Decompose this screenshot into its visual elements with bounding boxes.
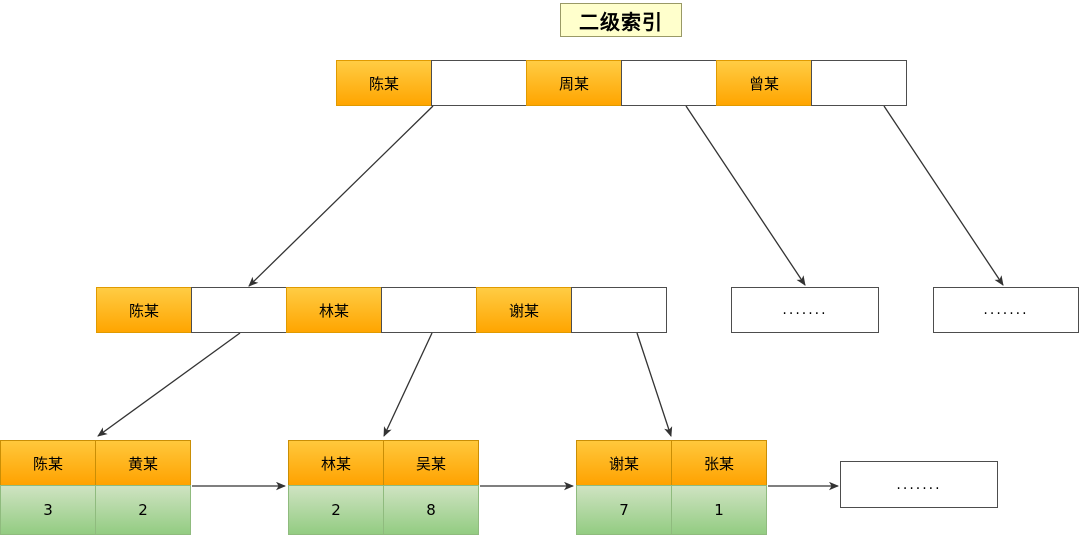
middle-index-node: 陈某 林某 谢某 [96,287,667,333]
edge-root-to-middle [248,105,434,287]
edge-root-to-placeholder-2 [883,105,1004,286]
leaf-node-2-key-row: 林某吴某 [288,440,479,486]
middle-placeholder-2: ....... [933,287,1079,333]
leaf-node-1-key-0: 陈某 [0,440,96,486]
diagram-title: 二级索引 [560,3,682,37]
leaf-node-3-value-1: 1 [671,485,767,535]
leaf-node-1-value-1: 2 [95,485,191,535]
leaf-node-1-key-row: 陈某黄某 [0,440,191,486]
root-node-pointer-1 [431,60,527,106]
leaf-node-2-value-0: 2 [288,485,384,535]
middle-node-key-0: 陈某 [96,287,192,333]
edge-middle-to-leaf-2 [383,332,433,437]
edge-middle-to-leaf-3 [636,332,673,437]
leaf-node-2-key-1: 吴某 [383,440,479,486]
middle-placeholder-1: ....... [731,287,879,333]
leaf-node-1-value-0: 3 [0,485,96,535]
leaf-node-3-key-1: 张某 [671,440,767,486]
leaf-node-2-key-0: 林某 [288,440,384,486]
leaf-placeholder: ....... [840,461,998,508]
root-node-pointer-5 [811,60,907,106]
middle-node-key-2: 林某 [286,287,382,333]
edge-root-to-placeholder-1 [685,105,806,286]
root-node-key-0: 陈某 [336,60,432,106]
middle-node-pointer-5 [571,287,667,333]
root-node-key-4: 曾某 [716,60,812,106]
leaf-node-3-key-row: 谢某张某 [576,440,767,486]
leaf-node-3-key-0: 谢某 [576,440,672,486]
middle-node-pointer-1 [191,287,287,333]
leaf-node-2-value-1: 8 [383,485,479,535]
leaf-node-1-key-1: 黄某 [95,440,191,486]
edge-middle-to-leaf-1 [97,332,241,437]
middle-node-pointer-3 [381,287,477,333]
middle-node-key-4: 谢某 [476,287,572,333]
root-index-node: 陈某 周某 曾某 [336,60,907,106]
root-node-pointer-3 [621,60,717,106]
root-node-key-2: 周某 [526,60,622,106]
leaf-node-3-value-0: 7 [576,485,672,535]
